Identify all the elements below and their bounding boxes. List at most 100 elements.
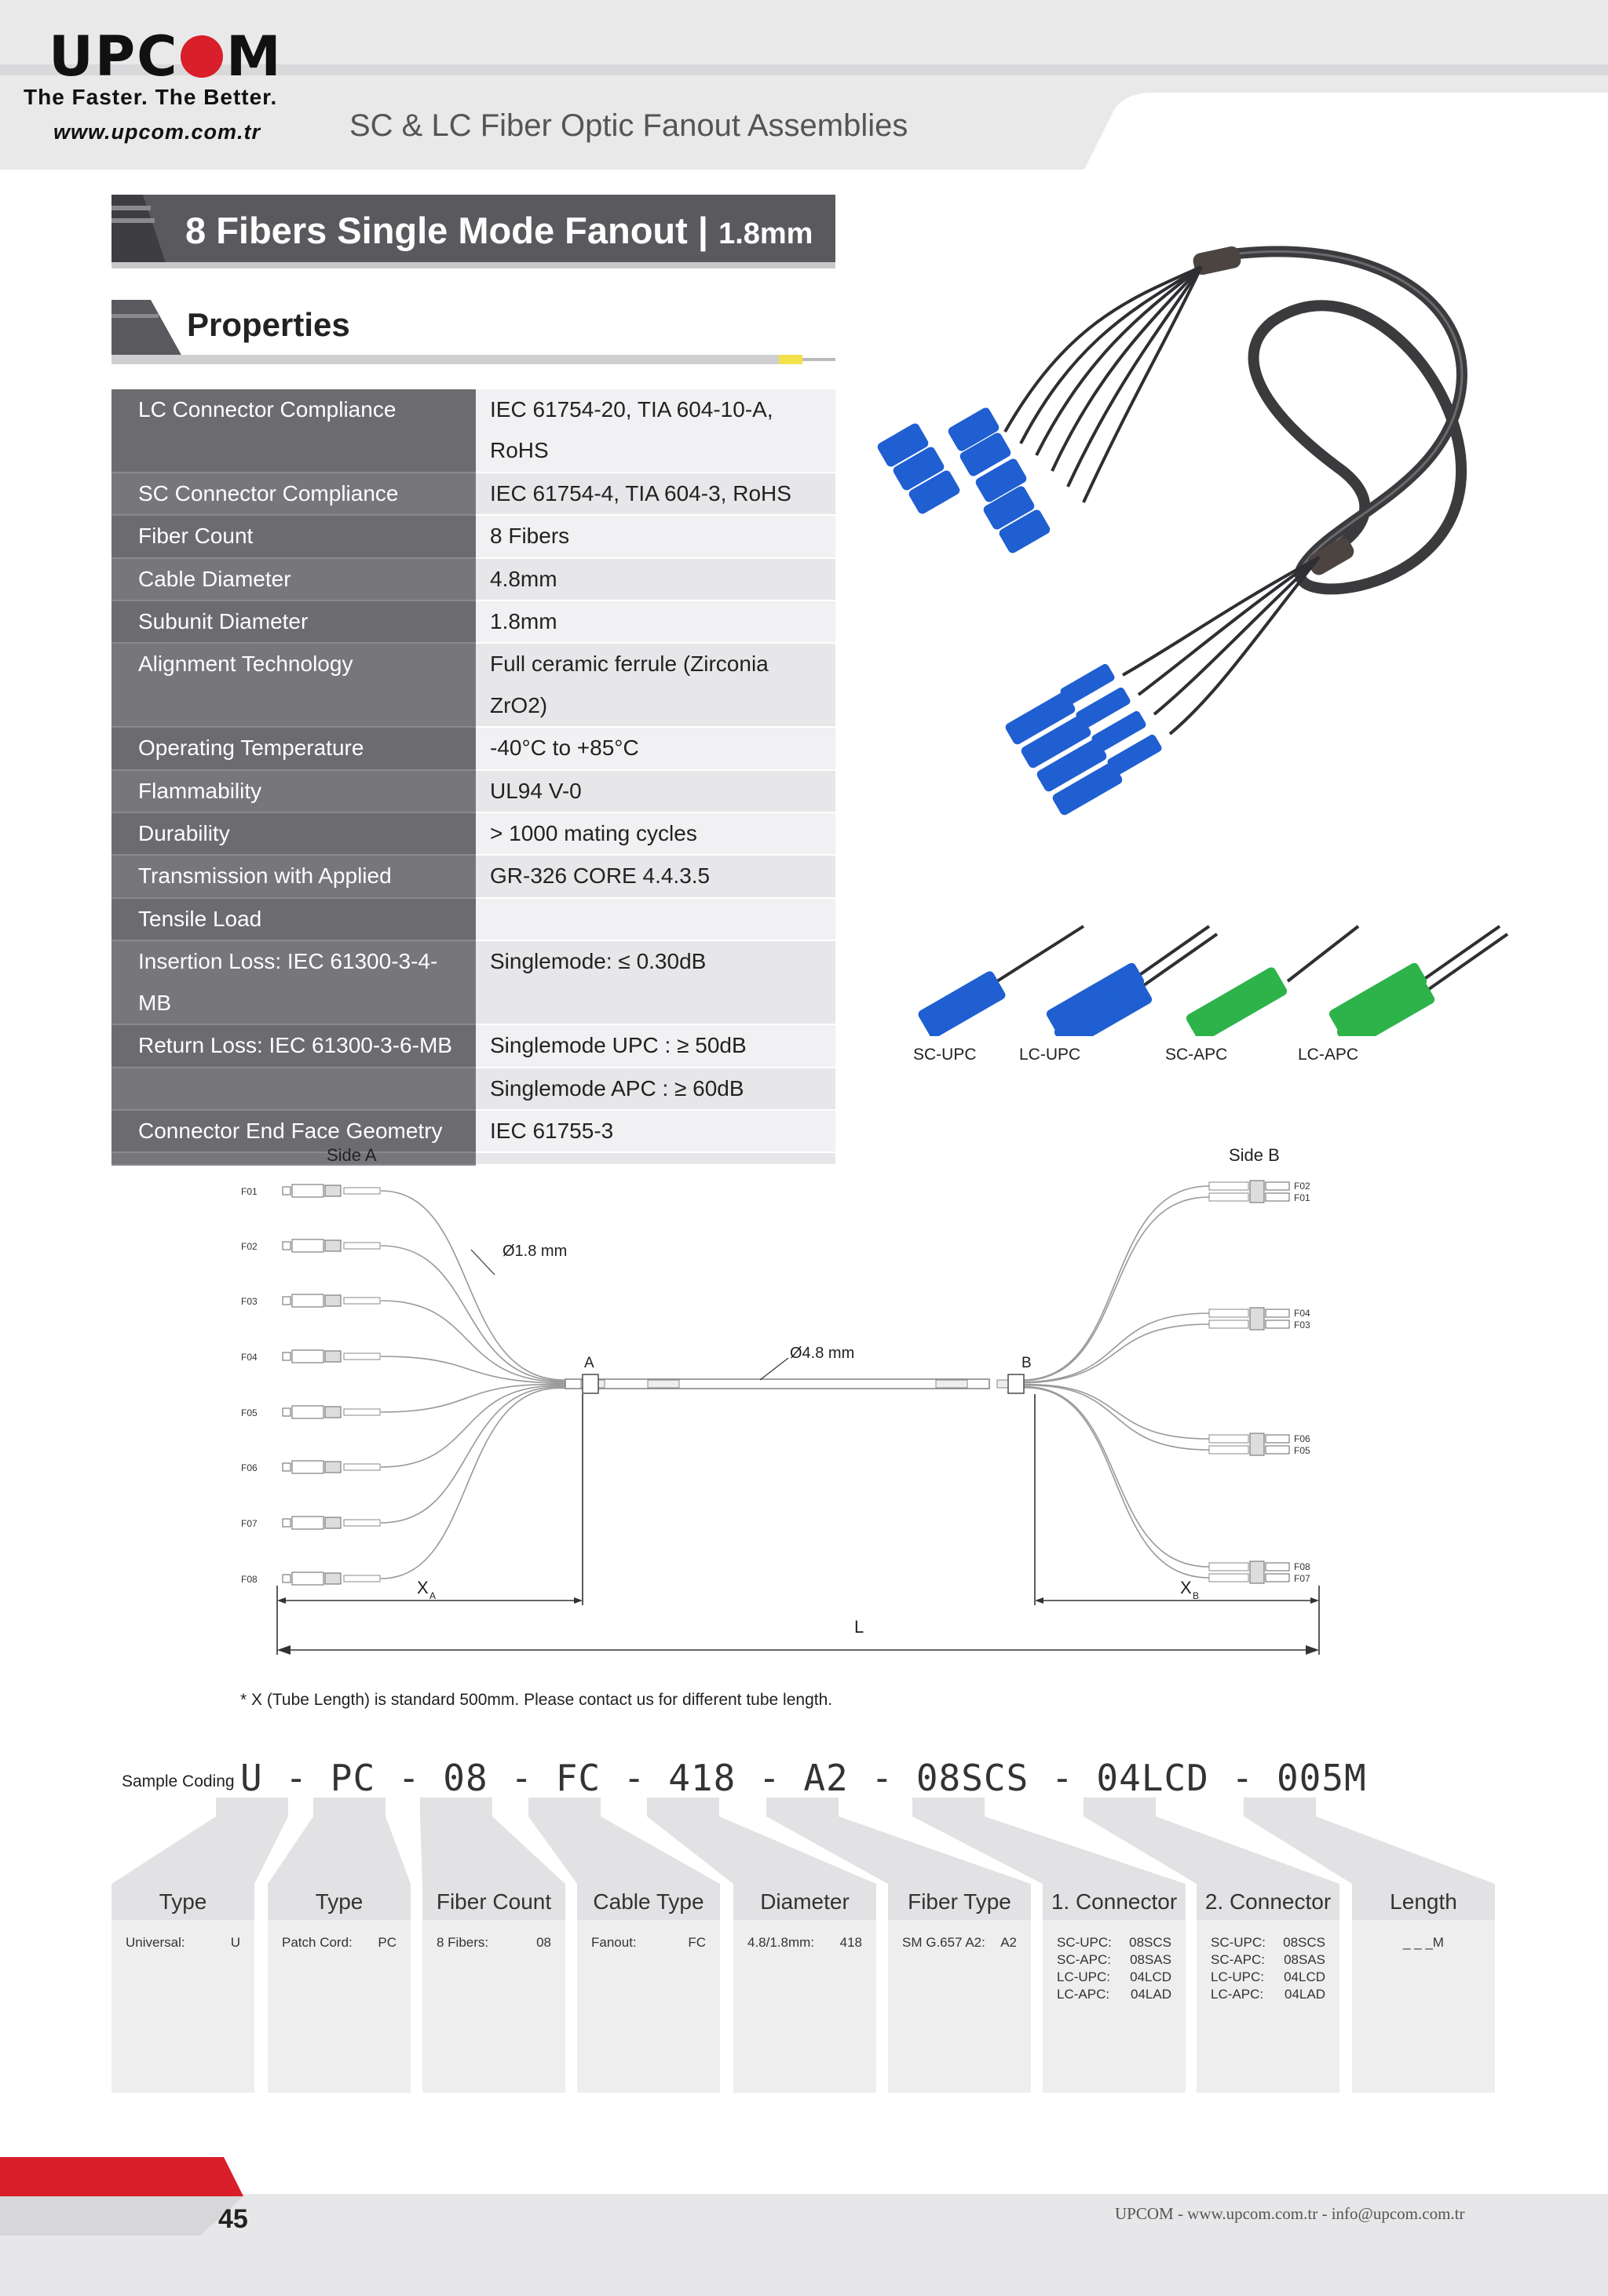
code-option-label: SC-APC:	[1211, 1952, 1265, 1967]
fiber-line-side-a	[380, 1385, 566, 1468]
code-column-header: Cable Type	[577, 1884, 720, 1920]
property-value: IEC 61754-20, TIA 604-10-A, RoHS	[476, 389, 835, 473]
fiber-line-side-a	[380, 1356, 566, 1385]
header-strip	[0, 64, 1608, 75]
property-name: SC Connector Compliance	[111, 472, 476, 517]
code-option: SM G.657 A2:A2	[888, 1934, 1031, 1951]
code-option: SC-UPC:08SCS	[1197, 1934, 1339, 1951]
fiber-line-side-b	[1020, 1323, 1210, 1384]
property-value: 1.8mm	[476, 600, 835, 644]
product-title-main: 8 Fibers Single Mode Fanout |	[185, 210, 708, 251]
properties-row: Durability> 1000 mating cycles	[111, 812, 835, 856]
fiber-line-side-b	[1020, 1196, 1210, 1382]
code-column-body: Universal:U	[111, 1920, 254, 2093]
property-value	[476, 897, 835, 942]
website-link[interactable]: www.upcom.com.tr	[53, 120, 261, 144]
property-value: UL94 V-0	[476, 769, 835, 814]
code-column-body: _ _ _M	[1352, 1920, 1495, 2093]
cable-diameter-label: Ø4.8 mm	[790, 1345, 854, 1362]
property-value: Singlemode APC : ≥ 60dB	[476, 1067, 835, 1111]
property-name: LC Connector Compliance	[111, 389, 476, 473]
code-option-label: SM G.657 A2:	[902, 1935, 985, 1950]
code-option: Patch Cord:PC	[268, 1934, 411, 1951]
xa-sub-label: A	[429, 1590, 436, 1601]
connector-label-lc-upc: LC-UPC	[1019, 1046, 1081, 1064]
page-number: 45	[218, 2204, 248, 2234]
fiber-line-side-a	[380, 1300, 566, 1383]
code-option-value: 08SAS	[1130, 1952, 1171, 1967]
code-option: SC-APC:08SAS	[1043, 1951, 1186, 1969]
upcom-logo: UPC M	[49, 27, 281, 82]
code-option-label: 4.8/1.8mm:	[747, 1935, 815, 1950]
fiber-line-side-a	[380, 1386, 566, 1524]
sample-coding-connectors	[111, 1798, 1495, 1884]
code-column-header: Type	[268, 1884, 411, 1920]
code-column-body: 8 Fibers:08	[422, 1920, 565, 2093]
connector-label-sc-apc: SC-APC	[1165, 1046, 1228, 1064]
connector-side-b	[1208, 1433, 1290, 1456]
fiber-label-side-a: F04	[241, 1352, 258, 1363]
fiber-line-side-b	[1020, 1387, 1210, 1579]
fiber-label-side-b: F04	[1294, 1308, 1310, 1319]
footer-background	[0, 2194, 1608, 2296]
property-name: Subunit Diameter	[111, 600, 476, 644]
code-connector-shape	[1244, 1798, 1495, 1884]
property-value: 4.8mm	[476, 557, 835, 602]
code-option-label: _ _ _M	[1403, 1935, 1444, 1950]
properties-underline-accent	[779, 355, 802, 364]
connector-side-a	[282, 1239, 381, 1253]
property-name: Tensile Load	[111, 897, 476, 942]
code-column-body: SM G.657 A2:A2	[888, 1920, 1031, 2093]
property-value: IEC 61754-4, TIA 604-3, RoHS	[476, 472, 835, 517]
properties-heading-mark	[111, 300, 182, 356]
svg-text:UPC: UPC	[49, 27, 179, 82]
fiber-label-side-b: F06	[1294, 1433, 1310, 1444]
code-option: LC-APC:04LAD	[1043, 1986, 1186, 2003]
code-option: 8 Fibers:08	[422, 1934, 565, 1951]
fiber-label-side-a: F07	[241, 1518, 258, 1529]
property-value: 8 Fibers	[476, 515, 835, 559]
code-column-body: Patch Cord:PC	[268, 1920, 411, 2093]
fiber-label-side-a: F01	[241, 1186, 258, 1197]
properties-row: Operating Temperature-40°C to +85°C	[111, 727, 835, 771]
length-label: L	[854, 1617, 864, 1637]
code-connector-shape	[766, 1798, 1031, 1884]
code-option: Fanout:FC	[577, 1934, 720, 1951]
properties-underline-tail	[802, 358, 835, 361]
fiber-line-side-b	[1020, 1384, 1210, 1440]
code-option-label: 8 Fibers:	[437, 1935, 489, 1950]
code-option-label: Universal:	[126, 1935, 185, 1950]
fiber-line-side-b	[1020, 1385, 1210, 1451]
code-option-value: FC	[688, 1935, 706, 1950]
property-value: GR-326 CORE 4.4.3.5	[476, 855, 835, 899]
code-option-label: Patch Cord:	[282, 1935, 353, 1950]
code-connector-shape	[1084, 1798, 1339, 1884]
code-option: LC-APC:04LAD	[1197, 1986, 1339, 2003]
code-option-label: LC-UPC:	[1057, 1969, 1111, 1984]
connector-side-b	[1208, 1560, 1290, 1584]
xb-sub-label: B	[1193, 1590, 1199, 1601]
code-option: SC-UPC:08SCS	[1043, 1934, 1186, 1951]
title-bar-stripes	[111, 195, 166, 265]
code-column-body: 4.8/1.8mm:418	[733, 1920, 876, 2093]
properties-underline	[111, 355, 779, 364]
property-value: -40°C to +85°C	[476, 727, 835, 771]
properties-row: Tensile Load	[111, 897, 835, 942]
code-option-value: 04LAD	[1285, 1987, 1325, 2002]
property-name	[111, 1067, 476, 1111]
code-option: 4.8/1.8mm:418	[733, 1934, 876, 1951]
code-connector-shape	[647, 1798, 876, 1884]
code-column-header: 2. Connector	[1197, 1884, 1339, 1920]
code-column-header: Fiber Type	[888, 1884, 1031, 1920]
properties-heading: Properties	[187, 306, 350, 343]
header-wave	[1084, 93, 1608, 171]
code-option-value: 04LAD	[1131, 1987, 1171, 2002]
xa-label: X	[417, 1578, 429, 1597]
